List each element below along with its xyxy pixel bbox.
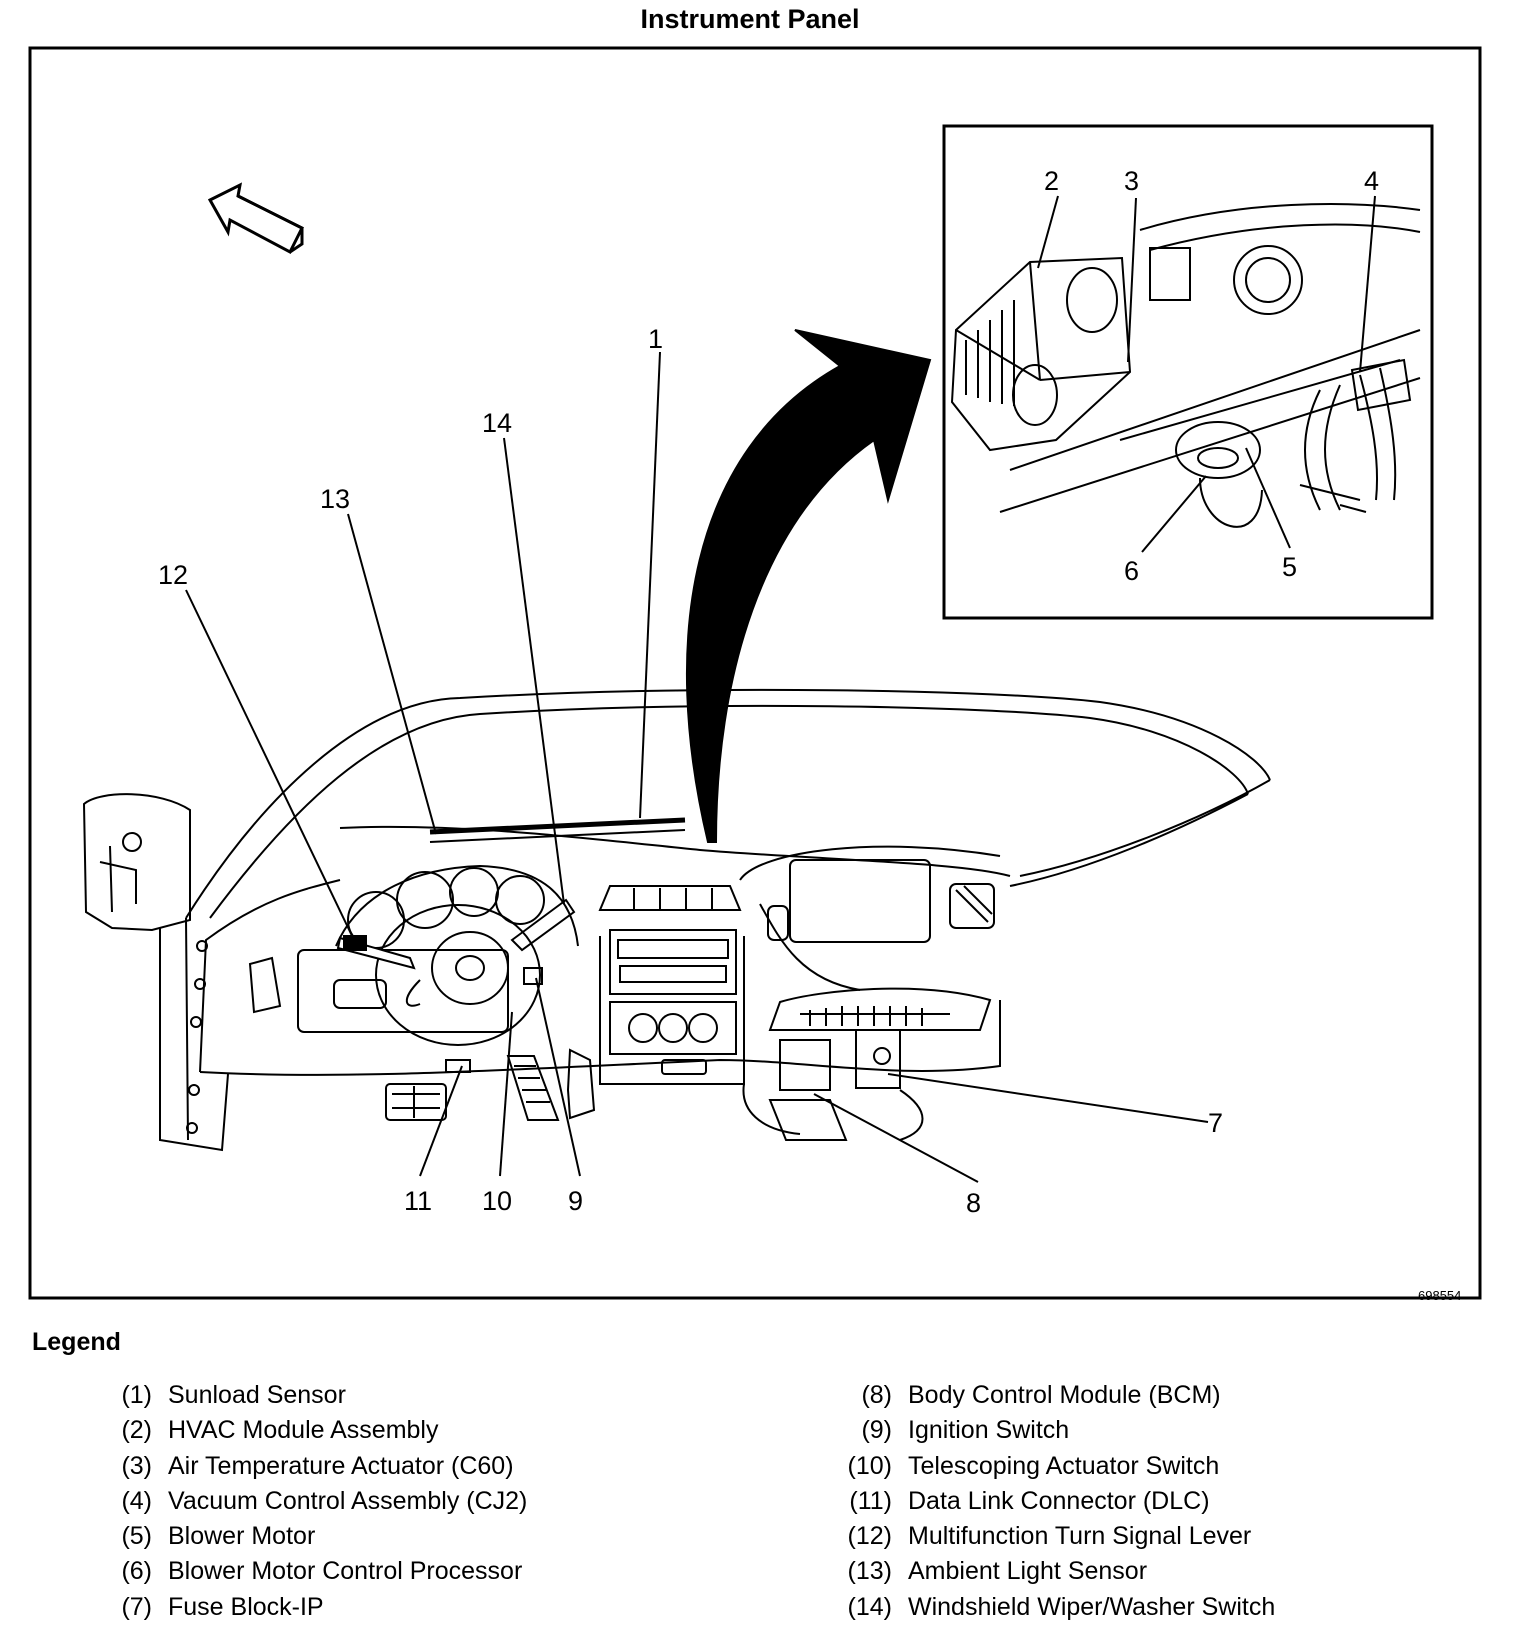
legend-item: (9) Ignition Switch — [832, 1413, 1275, 1448]
legend-item-number: (8) — [861, 1381, 892, 1409]
legend-item-label: Windshield Wiper/Washer Switch — [908, 1592, 1276, 1621]
callout-6: 6 — [1124, 556, 1139, 586]
legend-item-label: Blower Motor — [168, 1522, 316, 1551]
legend-item-label: HVAC Module Assembly — [168, 1416, 439, 1445]
legend-item-label: Sunload Sensor — [168, 1381, 346, 1409]
callout-8: 8 — [966, 1188, 981, 1218]
inset-frame — [942, 124, 1434, 620]
legend-item-number: (13) — [847, 1557, 892, 1586]
legend-item-number: (2) — [121, 1416, 152, 1445]
instrument-panel-diagram: 1 2 3 4 5 6 7 8 9 10 11 12 13 14 — [28, 46, 1482, 1300]
leader-14 — [503, 437, 565, 905]
front-direction-arrow-icon — [207, 182, 305, 255]
leader-4 — [1359, 195, 1376, 373]
legend-item-number: (11) — [849, 1486, 892, 1515]
legend-item: (1) Sunload Sensor — [92, 1378, 527, 1413]
legend-item-label: Multifunction Turn Signal Lever — [908, 1522, 1252, 1551]
legend-item-number: (14) — [847, 1592, 892, 1621]
leader-lines — [185, 195, 1376, 1183]
leader-5 — [1245, 447, 1291, 549]
legend-item-number: (3) — [121, 1451, 152, 1480]
leader-2 — [1037, 195, 1059, 269]
legend-column-left: (1) Sunload Sensor (2) HVAC Module Assembl… — [92, 1378, 527, 1625]
callout-11: 11 — [404, 1186, 432, 1216]
legend-item: (13) Ambient Light Sensor — [832, 1554, 1275, 1589]
legend-item-label: Air Temperature Actuator (C60) — [168, 1451, 514, 1480]
legend-item: (14) Windshield Wiper/Washer Switch — [832, 1590, 1276, 1625]
callout-13: 13 — [320, 484, 350, 514]
legend-item-label: Telescoping Actuator Switch — [908, 1451, 1220, 1480]
leader-9 — [535, 977, 581, 1177]
legend-heading: Legend — [32, 1328, 121, 1356]
legend-item-label: Data Link Connector (DLC) — [908, 1486, 1210, 1515]
legend-item-number: (9) — [861, 1416, 892, 1445]
leader-10 — [499, 1011, 513, 1177]
figure-number: 698554 — [1418, 1288, 1462, 1303]
legend-item-number: (4) — [121, 1486, 152, 1515]
legend-item: (2) HVAC Module Assembly — [92, 1413, 527, 1448]
callout-7: 7 — [1208, 1108, 1223, 1138]
legend-item: (7) Fuse Block-IP — [92, 1590, 527, 1625]
legend-item-label: Fuse Block-IP — [168, 1592, 324, 1621]
leader-8 — [813, 1093, 979, 1183]
legend-item-label: Ignition Switch — [908, 1416, 1070, 1445]
legend-item: (12) Multifunction Turn Signal Lever — [832, 1519, 1275, 1554]
legend-item: (10) Telescoping Actuator Switch — [832, 1449, 1275, 1484]
leader-13 — [347, 513, 437, 835]
hvac-inset-sketch — [950, 203, 1421, 528]
legend-item: (8) Body Control Module (BCM) — [832, 1378, 1275, 1413]
callout-2: 2 — [1044, 166, 1059, 196]
callout-12: 12 — [158, 560, 188, 590]
callout-4: 4 — [1364, 166, 1379, 196]
leader-1 — [639, 351, 661, 819]
leader-12 — [185, 589, 355, 941]
callout-3: 3 — [1124, 166, 1139, 196]
legend-item-number: (5) — [121, 1522, 152, 1551]
legend-item-label: Body Control Module (BCM) — [908, 1381, 1221, 1409]
callout-labels: 1 2 3 4 5 6 7 8 9 10 11 12 13 14 — [158, 166, 1379, 1218]
legend-item: (3) Air Temperature Actuator (C60) — [92, 1449, 527, 1484]
leader-6 — [1141, 475, 1207, 553]
leader-3 — [1127, 197, 1137, 363]
legend-item-label: Blower Motor Control Processor — [168, 1557, 523, 1586]
curved-arrow-icon — [685, 329, 932, 843]
legend-item-number: (12) — [847, 1522, 892, 1551]
legend-item-label: Vacuum Control Assembly (CJ2) — [168, 1486, 528, 1515]
diagram-title: Instrument Panel — [640, 4, 860, 34]
legend-item: (4) Vacuum Control Assembly (CJ2) — [92, 1484, 527, 1519]
legend-item-label: Ambient Light Sensor — [908, 1557, 1148, 1586]
leader-11 — [419, 1065, 463, 1177]
legend-item-number: (6) — [121, 1557, 152, 1586]
legend-item-number: (7) — [121, 1592, 152, 1621]
legend-column-right: (8) Body Control Module (BCM) (9) Ignition… — [832, 1378, 1276, 1625]
callout-9: 9 — [568, 1186, 583, 1216]
legend-item-number: (10) — [847, 1451, 892, 1480]
diagram-frame — [28, 46, 1482, 1300]
legend-item: (6) Blower Motor Control Processor — [92, 1554, 527, 1589]
callout-14: 14 — [482, 408, 512, 438]
dashboard-sketch — [82, 688, 1271, 1152]
legend-item-number: (1) — [121, 1381, 152, 1409]
callout-5: 5 — [1282, 552, 1297, 582]
legend-item: (5) Blower Motor — [92, 1519, 527, 1554]
callout-1: 1 — [648, 324, 663, 354]
leader-7 — [887, 1073, 1209, 1123]
callout-10: 10 — [482, 1186, 512, 1216]
legend-item: (11) Data Link Connector (DLC) — [832, 1484, 1275, 1519]
